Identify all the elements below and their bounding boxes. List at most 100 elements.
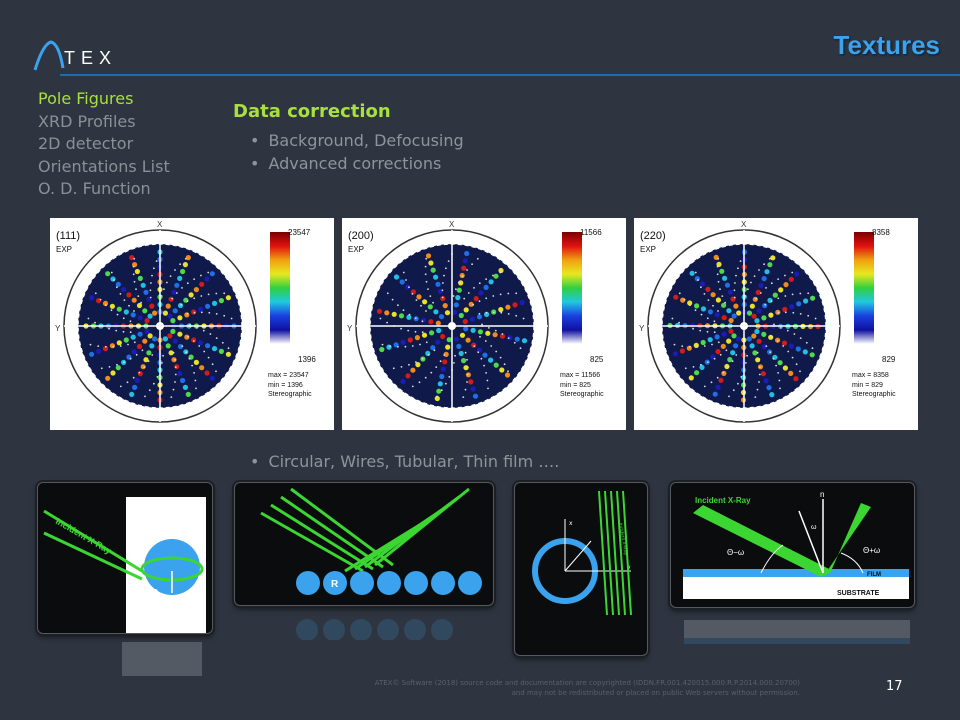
grid-point <box>706 330 709 333</box>
intensity-spot <box>442 303 448 309</box>
intensity-spot <box>777 360 783 366</box>
grid-point <box>455 288 457 291</box>
grid-point <box>458 281 460 284</box>
nav-item-od-function[interactable]: O. D. Function <box>38 179 151 198</box>
grid-point <box>391 298 394 301</box>
grid-point <box>770 312 773 315</box>
grid-point <box>180 303 183 306</box>
grid-point <box>193 297 196 300</box>
intensity-spot <box>484 311 490 317</box>
grid-point <box>126 381 129 384</box>
intensity-spot <box>699 364 705 370</box>
intensity-spot <box>121 287 127 293</box>
intensity-spot <box>755 357 761 363</box>
intensity-spot <box>136 343 143 350</box>
nav-item-pole-figures[interactable]: Pole Figures <box>38 89 134 108</box>
intensity-spot <box>700 306 707 312</box>
colorbar-max: 23547 <box>288 228 311 237</box>
intensity-spot <box>180 268 186 275</box>
stat-min: min = 829 <box>852 381 883 389</box>
grid-point <box>811 347 814 350</box>
grid-point <box>132 265 135 268</box>
grid-point <box>507 370 509 373</box>
grid-point <box>202 329 205 332</box>
grid-point <box>193 311 196 314</box>
grid-point <box>753 275 756 277</box>
grid-point <box>764 303 767 306</box>
intensity-spot <box>184 334 190 340</box>
intensity-spot <box>735 336 742 342</box>
nav-item-orientations-list[interactable]: Orientations List <box>38 156 170 176</box>
grid-point <box>193 278 196 280</box>
grid-point <box>116 313 119 316</box>
header-divider <box>60 74 960 76</box>
stat-max: max = 23547 <box>268 372 309 379</box>
grid-point <box>116 286 118 289</box>
intensity-spot <box>116 340 122 346</box>
radius-label: R <box>151 588 159 599</box>
intensity-spot <box>485 330 491 336</box>
grid-point <box>135 288 137 290</box>
grid-point <box>129 357 132 360</box>
intensity-spot <box>170 318 176 324</box>
intensity-spot <box>430 267 436 273</box>
grid-point <box>500 311 503 314</box>
grid-point <box>490 345 493 347</box>
grid-point <box>128 304 130 307</box>
grid-point <box>719 353 722 356</box>
grid-point <box>181 345 184 347</box>
grid-point <box>771 335 773 338</box>
intensity-spot <box>435 281 441 287</box>
grid-point <box>386 292 389 295</box>
grid-point <box>466 366 469 368</box>
intensity-spot <box>198 306 204 312</box>
intensity-spot <box>789 304 795 310</box>
nav-item-2d-detector[interactable]: 2D detector <box>38 134 134 153</box>
grid-point <box>171 297 174 300</box>
intensity-spot <box>177 331 183 337</box>
intensity-spot <box>130 312 136 318</box>
intensity-spot <box>142 338 148 344</box>
intensity-spot <box>733 303 739 309</box>
grid-point <box>700 286 702 289</box>
grid-point <box>769 351 772 354</box>
grid-point <box>478 300 481 303</box>
grid-point <box>149 289 152 292</box>
intensity-spot <box>712 391 718 397</box>
intensity-spot <box>459 332 466 338</box>
intensity-spot <box>464 250 470 257</box>
intensity-spot <box>728 328 734 334</box>
intensity-spot <box>109 343 115 349</box>
grid-point <box>778 379 781 382</box>
intensity-spot <box>761 331 767 337</box>
grid-point <box>758 373 761 376</box>
grid-point <box>731 360 734 363</box>
grid-point <box>716 376 719 379</box>
grid-point <box>485 311 488 314</box>
axis-y-label: Y <box>55 324 61 333</box>
intensity-spot <box>182 384 188 390</box>
grid-point <box>215 292 218 295</box>
intensity-spot <box>749 303 755 309</box>
intensity-spot <box>191 309 197 315</box>
intensity-spot <box>458 312 464 319</box>
intensity-spot <box>134 268 140 275</box>
intensity-spot <box>809 352 815 358</box>
grid-point <box>765 345 768 347</box>
grid-point <box>697 279 699 281</box>
grid-point <box>425 280 428 283</box>
nav-item-xrd-profiles[interactable]: XRD Profiles <box>38 111 136 131</box>
intensity-spot <box>727 357 733 363</box>
pole-figure-sub: EXP <box>348 245 365 254</box>
grid-point <box>116 363 118 366</box>
grid-point <box>740 376 743 378</box>
grid-point <box>777 311 780 314</box>
grid-point <box>209 333 212 335</box>
grid-point <box>153 267 155 270</box>
grid-point <box>97 345 100 347</box>
grid-point <box>483 364 485 367</box>
intensity-spot <box>171 357 177 363</box>
intensity-spot <box>463 326 469 332</box>
grid-point <box>807 314 810 317</box>
grid-point <box>418 381 421 384</box>
